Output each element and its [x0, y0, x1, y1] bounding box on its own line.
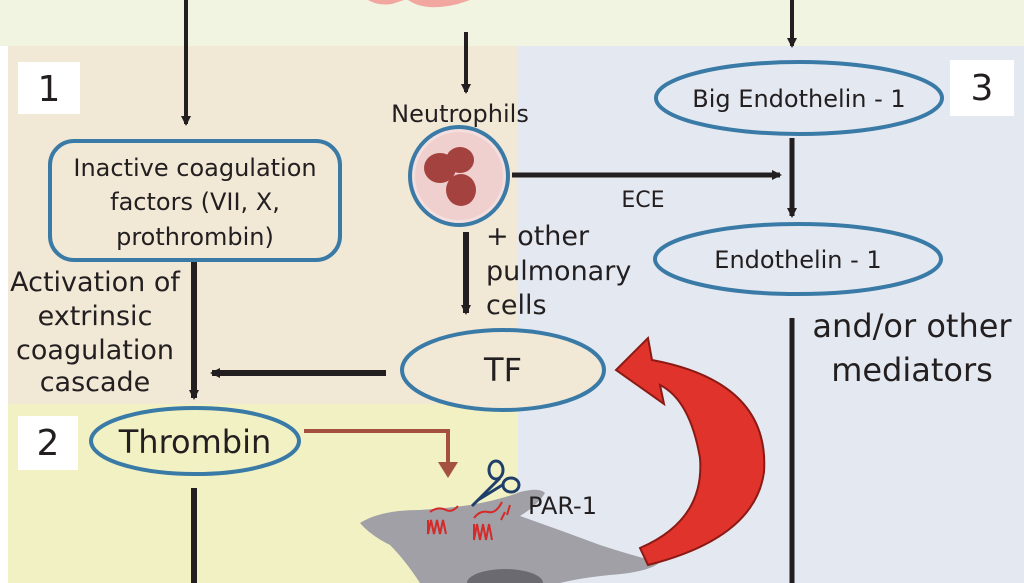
activation-line-1: Activation of [10, 267, 181, 298]
endothelin-label: Endothelin - 1 [714, 246, 881, 274]
inactive-factors-line-2: factors (VII, X, [110, 188, 280, 216]
ece-label: ECE [621, 188, 664, 213]
neutrophils-label: Neutrophils [391, 100, 529, 128]
par1-receptor-icon [427, 501, 511, 541]
panel-number-1: 1 [18, 62, 80, 114]
endothelin-oval [653, 222, 943, 296]
tf-label: TF [483, 351, 522, 389]
scissors-icon [470, 459, 521, 508]
inactive-factors-box [48, 139, 342, 262]
inactive-factors-line-1: Inactive coagulation [73, 154, 316, 182]
par1-label: PAR-1 [528, 492, 597, 520]
panel-number-2-text: 2 [37, 423, 60, 464]
lung-cell-shape [360, 489, 660, 583]
mediators-line-2: mediators [831, 351, 993, 389]
activation-line-3: coagulation [16, 335, 174, 366]
panel-number-2: 2 [18, 416, 78, 470]
other-cells-line-3: cells [486, 290, 547, 321]
big-endothelin-oval [654, 60, 944, 136]
other-cells-line-2: pulmonary [486, 256, 631, 287]
activation-line-4: cascade [40, 367, 151, 398]
top-cell-fragment [368, 0, 470, 8]
panel-number-1-text: 1 [38, 69, 61, 110]
feedback-arrow [614, 335, 766, 567]
top-band [0, 0, 1024, 46]
thrombin-label: Thrombin [118, 423, 272, 461]
thrombin-oval [89, 406, 301, 476]
panel-number-3-text: 3 [971, 68, 994, 109]
arrow-thrombin-head [438, 462, 458, 478]
cell-nucleus [467, 569, 543, 583]
mediators-line-1: and/or other [812, 307, 1012, 345]
arrow-thrombin-to-par1 [304, 429, 450, 462]
other-cells-line-1: + other [486, 221, 590, 252]
tf-oval [400, 328, 606, 412]
activation-line-2: extrinsic [38, 301, 153, 332]
neutrophil-cell-icon [408, 125, 510, 227]
inactive-factors-line-3: prothrombin) [116, 223, 274, 251]
panel-3-background [518, 46, 1024, 583]
big-endothelin-label: Big Endothelin - 1 [692, 85, 905, 113]
panel-number-3: 3 [950, 60, 1014, 116]
